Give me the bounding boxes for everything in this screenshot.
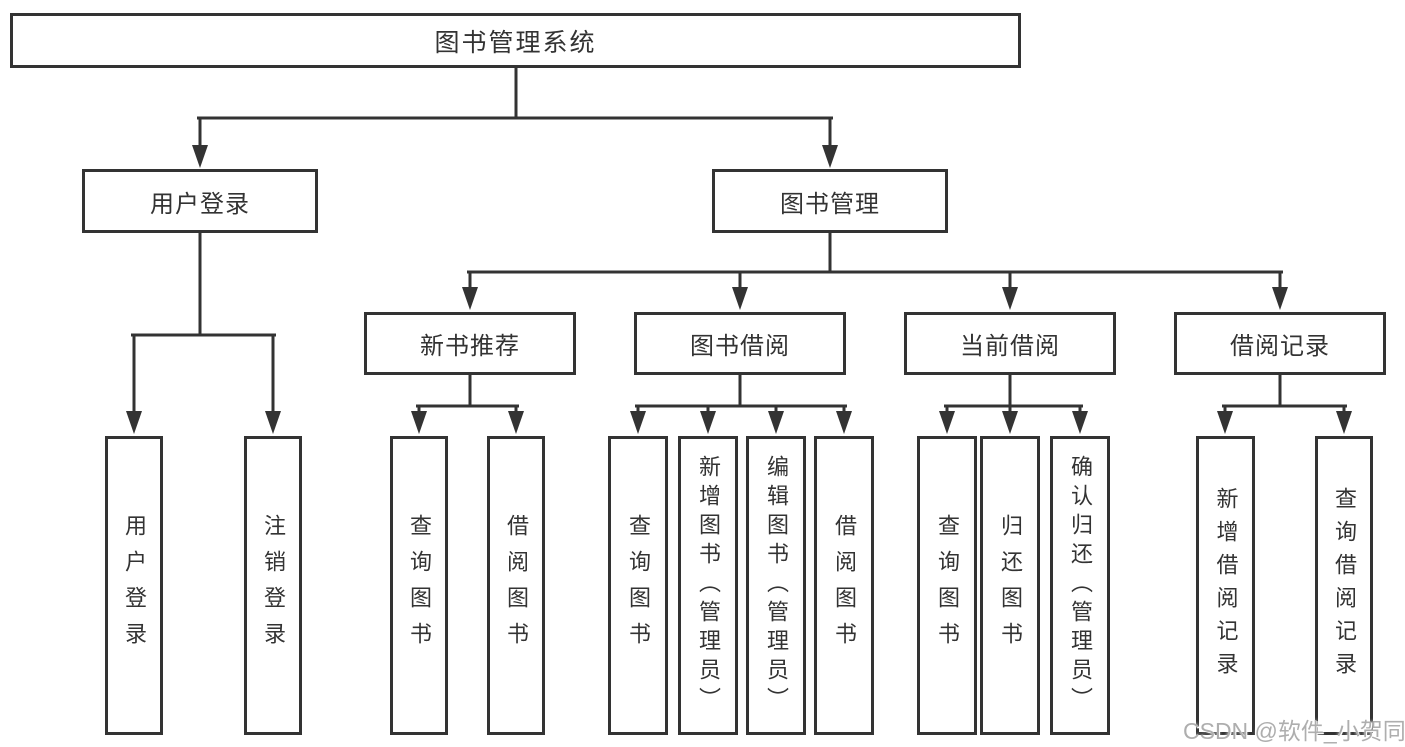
leaf-borrow-books-2: 借阅图书 [814, 436, 874, 735]
node-borrow-records: 借阅记录 [1174, 312, 1386, 375]
leaf-logout: 注销登录 [244, 436, 302, 735]
leaf-confirm-return-admin: 确认归还（管理员） [1050, 436, 1110, 735]
node-new-book-recommend: 新书推荐 [364, 312, 576, 375]
node-book-management: 图书管理 [712, 169, 948, 233]
node-root-label: 图书管理系统 [434, 28, 597, 57]
arrowhead-icon [732, 287, 748, 310]
node-book-borrow-label: 图书借阅 [690, 333, 790, 360]
leaf-search-books-1: 查询图书 [390, 436, 448, 735]
arrowhead-icon [126, 411, 142, 434]
connector-book-borrow-to-leaves [630, 373, 852, 434]
leaf-return-books-label: 归还图书 [998, 513, 1023, 658]
leaf-return-books: 归还图书 [980, 436, 1040, 735]
node-current-borrow-label: 当前借阅 [960, 333, 1060, 360]
arrowhead-icon [1002, 287, 1018, 310]
connector-borrow-records-to-leaves [1217, 373, 1352, 434]
leaf-confirm-return-admin-label: 确认归还（管理员） [1068, 455, 1093, 716]
leaf-borrow-books-1-label: 借阅图书 [504, 513, 529, 658]
node-book-management-label: 图书管理 [780, 190, 880, 218]
leaf-add-borrow-record-label: 新增借阅记录 [1213, 486, 1239, 685]
connector-new-book-recommend-to-leaves [411, 373, 524, 434]
leaf-borrow-books-2-label: 借阅图书 [832, 513, 857, 658]
node-user-login: 用户登录 [82, 169, 318, 233]
leaf-user-login: 用户登录 [105, 436, 163, 735]
leaf-search-borrow-record-label: 查询借阅记录 [1332, 486, 1357, 685]
leaf-search-books-2: 查询图书 [608, 436, 668, 735]
arrowhead-icon [822, 145, 838, 168]
leaf-search-borrow-record: 查询借阅记录 [1315, 436, 1373, 735]
leaf-search-books-3: 查询图书 [917, 436, 977, 735]
leaf-logout-label: 注销登录 [261, 513, 286, 658]
connector-book-management-to-level3 [462, 231, 1288, 310]
arrowhead-icon [939, 411, 955, 434]
arrowhead-icon [1072, 411, 1088, 434]
leaf-search-books-2-label: 查询图书 [626, 513, 651, 658]
arrowhead-icon [1002, 411, 1018, 434]
arrowhead-icon [1217, 411, 1233, 434]
leaf-borrow-books-1: 借阅图书 [487, 436, 545, 735]
node-user-login-label: 用户登录 [150, 190, 250, 218]
arrowhead-icon [836, 411, 852, 434]
node-borrow-records-label: 借阅记录 [1230, 333, 1330, 360]
arrowhead-icon [265, 411, 281, 434]
arrowhead-icon [1272, 287, 1288, 310]
node-new-book-recommend-label: 新书推荐 [420, 333, 520, 360]
node-book-borrow: 图书借阅 [634, 312, 846, 375]
connector-user-login-to-leaves [126, 231, 281, 434]
arrowhead-icon [630, 411, 646, 434]
connector-root-to-level2 [192, 66, 838, 168]
arrowhead-icon [462, 287, 478, 310]
arrowhead-icon [411, 411, 427, 434]
leaf-edit-book-admin-label: 编辑图书（管理员） [764, 455, 789, 716]
arrowhead-icon [508, 411, 524, 434]
leaf-search-books-3-label: 查询图书 [935, 513, 960, 658]
leaf-user-login-label: 用户登录 [122, 513, 147, 658]
leaf-add-borrow-record: 新增借阅记录 [1196, 436, 1255, 735]
node-root: 图书管理系统 [10, 13, 1021, 68]
arrowhead-icon [768, 411, 784, 434]
arrowhead-icon [700, 411, 716, 434]
arrowhead-icon [192, 145, 208, 168]
csdn-watermark: CSDN @软件_小贺同学 [1183, 718, 1405, 744]
leaf-add-book-admin-label: 新增图书（管理员） [696, 455, 721, 716]
leaf-search-books-1-label: 查询图书 [407, 513, 432, 658]
node-current-borrow: 当前借阅 [904, 312, 1116, 375]
connector-current-borrow-to-leaves [939, 373, 1088, 434]
leaf-add-book-admin: 新增图书（管理员） [678, 436, 738, 735]
leaf-edit-book-admin: 编辑图书（管理员） [746, 436, 806, 735]
arrowhead-icon [1336, 411, 1352, 434]
